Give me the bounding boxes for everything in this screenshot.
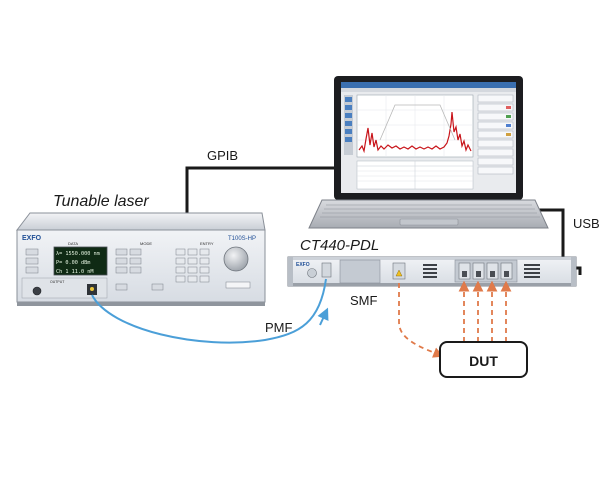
ct440-label: CT440-PDL xyxy=(300,237,379,254)
laser-display-line-2: P= 0.00 dBm xyxy=(56,260,90,266)
laser-section-entry: ENTRY xyxy=(200,241,214,246)
laptop-keyboard xyxy=(320,204,540,218)
laser-section-data: DATA xyxy=(68,241,78,246)
ct440-vent-left xyxy=(423,264,437,278)
laptop-base xyxy=(308,199,549,229)
app-titlebar xyxy=(341,82,516,88)
pmf-label: PMF xyxy=(265,320,293,335)
laser-brand: EXFO xyxy=(22,235,42,242)
ct440-display-panel xyxy=(339,259,381,284)
laser-connector xyxy=(32,286,42,296)
ct440-pdl-unit: EXFO xyxy=(287,256,577,287)
app-side-buttons xyxy=(477,94,514,175)
ct440-vent-right xyxy=(524,264,540,278)
laser-button xyxy=(25,266,39,274)
laser-mode-buttons xyxy=(115,248,164,291)
ct440-input-port xyxy=(321,262,332,278)
smf-label: SMF xyxy=(350,293,378,308)
laser-display-line-3: Ch 1 11.0 nM xyxy=(56,269,93,275)
gpib-label: GPIB xyxy=(207,148,238,163)
laptop-touchpad xyxy=(399,218,459,226)
gpib-cable xyxy=(185,166,334,213)
laser-button xyxy=(25,257,39,265)
laser-keypad xyxy=(175,248,210,283)
laser-display xyxy=(53,246,108,276)
pmf-fiber xyxy=(91,278,329,344)
dut-box: DUT xyxy=(439,341,528,378)
usb-label: USB xyxy=(573,216,600,231)
laser-tuning-knob xyxy=(223,246,249,272)
laser-model: T100S-HP xyxy=(228,236,256,242)
laser-output-label: OUTPUT xyxy=(50,280,65,284)
laser-display-line-1: λ= 1550.000 nm xyxy=(56,251,100,257)
laser-section-mode: MODE xyxy=(140,241,152,246)
app-plot-trace xyxy=(358,111,472,154)
tunable-laser: EXFO T100S-HP DATA MODE ENTRY λ= 1550.00… xyxy=(15,212,266,306)
app-results-table xyxy=(356,160,474,190)
ct440-detector-ports xyxy=(454,259,518,283)
ct440-brand: EXFO xyxy=(296,262,310,268)
smf-fiber xyxy=(398,280,512,358)
laptop xyxy=(308,76,549,229)
ct440-power-button xyxy=(307,268,317,278)
dut-label: DUT xyxy=(469,353,498,369)
tunable-laser-label: Tunable laser xyxy=(53,193,149,210)
laser-button xyxy=(25,248,39,256)
